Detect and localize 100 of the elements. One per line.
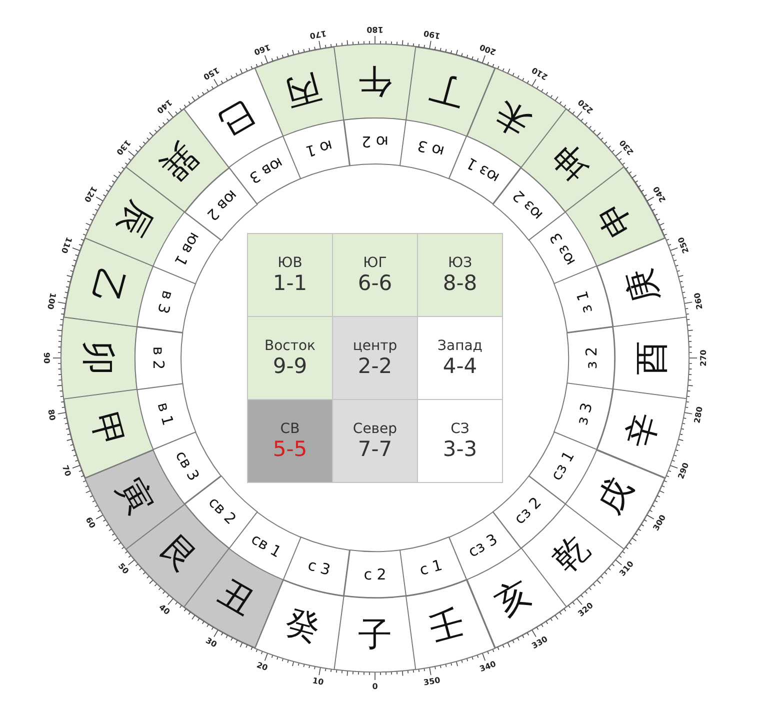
degree-label: 60 [84,516,96,530]
degree-label: 290 [678,461,691,480]
degree-label: 160 [253,42,272,56]
degree-label: 70 [60,464,72,478]
degree-label: 170 [308,28,327,40]
sector-character: 巳 [213,94,260,142]
degree-label: 200 [478,42,497,56]
sector-character: 寅 [112,473,158,520]
direction-square [418,317,502,399]
sector-character: 丁 [426,70,468,112]
degree-label: 150 [201,65,220,81]
direction-label: СЗ [450,420,470,438]
sub-sector-label: сз 1 [548,450,578,484]
sub-sector-label: сз 3 [466,532,500,560]
degree-label: 100 [46,292,56,310]
sub-sector [282,119,351,180]
degree-label: 210 [530,65,549,81]
degree-label: 340 [478,660,497,674]
sub-sector-label: юв 1 [172,230,202,269]
degree-label: 330 [530,635,549,651]
degree-label: 250 [678,236,691,255]
degree-label: 80 [46,408,56,422]
degree-label: 180 [366,25,384,33]
number-pair: 4-4 [442,354,478,378]
direction-square [333,400,417,482]
sub-sector-label: юз 3 [548,230,578,268]
sub-sector [282,536,351,597]
sector-character: 辰 [112,196,158,243]
sector-character: 坤 [546,138,595,186]
ring-sector [60,316,138,400]
number-pair: 1-1 [272,271,308,296]
degree-label: 40 [156,603,170,617]
sub-sector-label: юз 2 [510,186,546,222]
direction-label: ЮГ [363,254,387,272]
direction-square [418,400,502,482]
sector-character: 卯 [81,340,115,375]
sector-character: 申 [592,196,638,243]
number-pair: 8-8 [442,271,478,296]
sub-sector [399,536,468,597]
sector-character: 庚 [622,265,664,308]
degree-label: 30 [204,636,218,650]
number-pair: 6-6 [358,271,392,296]
sub-sector [553,265,614,334]
sub-sector-label: в 1 [155,401,176,428]
sub-sector [553,382,614,451]
direction-label: центр [352,338,398,354]
degree-label: 260 [694,292,704,310]
direction-label: СВ [280,420,300,438]
sector-character: 辛 [622,408,664,450]
sub-sector [152,210,222,285]
sub-sector-label: юв 2 [204,186,240,222]
ring-sector [333,43,417,122]
direction-label: Запад [438,338,482,354]
sector-character: 艮 [155,530,204,578]
degree-label: 50 [116,562,130,576]
direction-square [248,400,332,482]
sector-character: 亥 [490,574,537,622]
direction-label: ЮЗ [448,254,472,272]
sector-character: 丙 [282,70,324,112]
sector-character: 午 [358,64,392,98]
sub-sector [136,382,197,451]
ring-sector [405,46,496,138]
number-pair: 2-2 [358,354,392,378]
direction-square [418,234,502,316]
sub-sector-label: св 1 [249,532,284,560]
sub-sector-label: с 1 [418,557,444,578]
sub-sector-label: ю 1 [304,138,334,160]
ring-sector [62,236,154,328]
degree-label: 190 [423,28,442,40]
degree-label: 20 [256,662,270,673]
direction-square [248,317,332,399]
degree-label: 10 [312,677,324,687]
direction-label: ЮВ [278,254,302,272]
sub-sector-label: юв 3 [247,154,286,186]
sub-sector-label: з 1 [574,289,595,315]
direction-label: Север [352,420,398,438]
sector-character: 戌 [592,473,638,520]
sector-character: 癸 [282,604,324,646]
degree-label: 350 [423,676,442,688]
number-pair: 7-7 [358,437,392,462]
sub-sector-label: юз 1 [464,154,502,186]
degree-label: 110 [59,236,72,255]
direction-label: Восток [264,338,316,354]
degree-label: 0 [372,683,378,691]
sub-sector-label: сз 2 [512,495,545,528]
sub-sector-label: с 3 [306,557,332,578]
direction-square [333,317,417,399]
sub-sector-label: з 3 [574,401,595,427]
sector-character: 甲 [86,408,128,450]
sector-character: 未 [490,94,537,142]
sector-character: 酉 [634,340,669,375]
direction-square [248,234,332,316]
sector-character: 丑 [213,574,260,622]
sector-character: 巽 [155,138,204,186]
sector-character: 壬 [426,604,468,646]
number-pair: 3-3 [442,437,478,462]
sector-character: 乾 [546,530,595,578]
sub-sector-label: св 3 [172,449,202,484]
sub-sector [399,119,468,180]
ring-sector [254,46,345,138]
